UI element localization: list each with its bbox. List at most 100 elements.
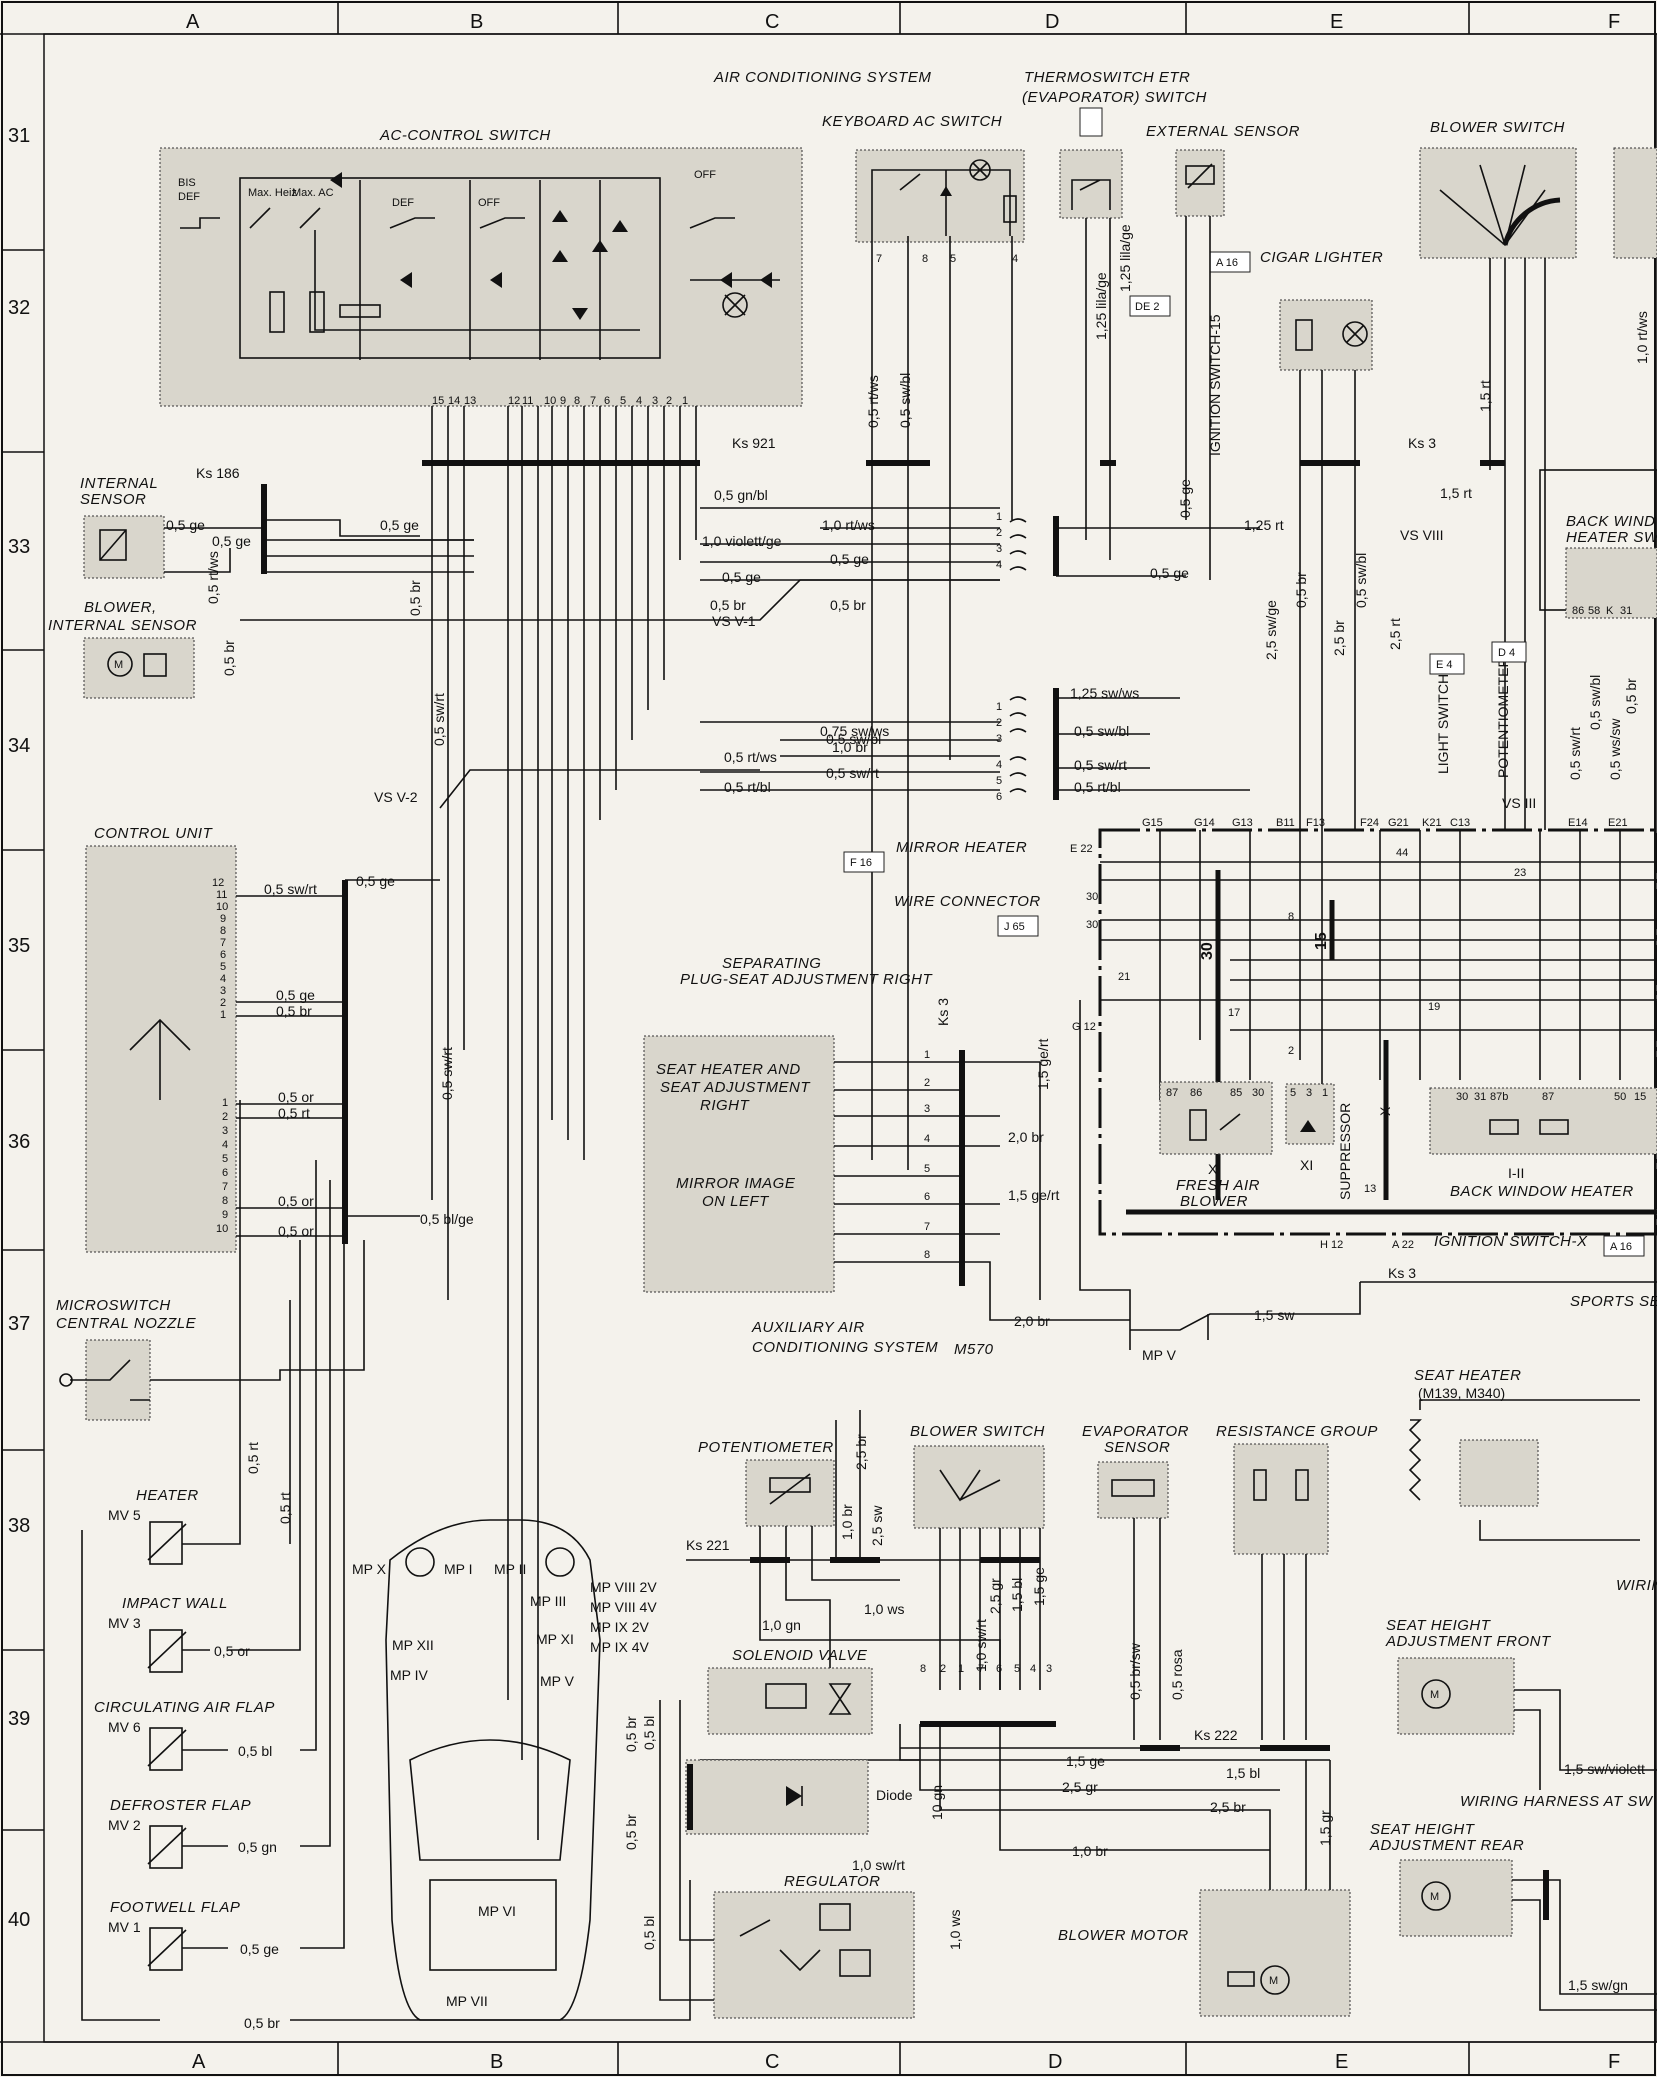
ks222-label: Ks 222	[1194, 1727, 1238, 1743]
col-e-bottom: E	[1335, 2051, 1348, 2073]
svg-text:J 65: J 65	[1004, 921, 1025, 933]
mirror-image-title-2: ON LEFT	[702, 1193, 770, 1210]
svg-text:4: 4	[1012, 253, 1018, 265]
potentiometer-title: POTENTIOMETER	[698, 1439, 834, 1456]
svg-text:2: 2	[220, 997, 226, 1009]
seat-heater-m-code: (M139, M340)	[1418, 1385, 1505, 1401]
blower-switch-top-title: BLOWER SWITCH	[1430, 119, 1565, 136]
back-window-heater-title: BACK WINDOW HEATER	[1450, 1183, 1634, 1200]
svg-text:1,5 ge/rt: 1,5 ge/rt	[1008, 1187, 1059, 1203]
svg-text:0,5 ge: 0,5 ge	[722, 569, 761, 585]
valve-mv2: MV 2	[108, 1817, 141, 1833]
svg-text:3: 3	[1306, 1087, 1312, 1099]
valve-wire-labels: 0,5 rt 0,5 rt 0,5 or 0,5 bl 0,5 gn 0,5 g…	[214, 1442, 293, 2031]
external-sensor-title: EXTERNAL SENSOR	[1146, 123, 1300, 140]
svg-text:7: 7	[590, 395, 596, 407]
svg-text:1: 1	[958, 1663, 964, 1675]
svg-text:31: 31	[1474, 1091, 1486, 1103]
evaporator-switch-title: (EVAPORATOR) SWITCH	[1022, 89, 1207, 106]
svg-text:MP III: MP III	[530, 1593, 566, 1609]
defroster-flap-title: DEFROSTER FLAP	[110, 1797, 251, 1814]
potentiometer-aux	[745, 1459, 835, 1527]
blower-switch-top	[1419, 147, 1577, 259]
svg-text:87: 87	[1166, 1087, 1178, 1099]
svg-text:1,5 ge/rt: 1,5 ge/rt	[1035, 1039, 1051, 1090]
solenoid-valve-title: SOLENOID VALVE	[732, 1647, 868, 1664]
seat-heater-title-2: SEAT ADJUSTMENT	[660, 1079, 811, 1096]
row-40: 40	[8, 1909, 30, 1931]
back-window-heater-switch: 86 58 K 31	[1539, 469, 1657, 619]
vs-iii-label: VS III	[1502, 795, 1536, 811]
svg-text:5: 5	[950, 253, 956, 265]
svg-text:3: 3	[1046, 1663, 1052, 1675]
svg-text:0,5 br: 0,5 br	[623, 1814, 639, 1850]
mpv-wires	[1129, 1282, 1361, 1350]
circulating-air-flap-title: CIRCULATING AIR FLAP	[94, 1699, 275, 1716]
svg-text:10 gn: 10 gn	[929, 1785, 945, 1820]
seat-heater-title-3: RIGHT	[700, 1097, 751, 1114]
mirror-heater-title: MIRROR HEATER	[896, 839, 1027, 856]
svg-text:2,0 br: 2,0 br	[1008, 1129, 1044, 1145]
svg-text:2: 2	[940, 1663, 946, 1675]
svg-text:1: 1	[220, 1009, 226, 1021]
svg-text:7: 7	[222, 1181, 228, 1193]
seat-height-front-motor: M	[1397, 1657, 1657, 1790]
fresh-air-relay: 87 86 85 30	[1159, 1081, 1273, 1155]
mpv-label: MP V	[1142, 1347, 1177, 1363]
svg-text:MP I: MP I	[444, 1561, 473, 1577]
valve-mv3: MV 3	[108, 1615, 141, 1631]
svg-text:6: 6	[996, 1663, 1002, 1675]
svg-text:3: 3	[996, 543, 1002, 555]
vs-v2-label: VS V-2	[374, 789, 418, 805]
seat-heater-m-title: SEAT HEATER	[1414, 1367, 1521, 1384]
svg-text:8: 8	[920, 1663, 926, 1675]
regulator	[713, 1891, 915, 2019]
svg-text:9: 9	[222, 1209, 228, 1221]
svg-text:7: 7	[876, 253, 882, 265]
col-c: C	[765, 11, 779, 33]
middle-wire-labels: 0,5 gn/bl 1,0 rt/ws 1,0 violett/ge 0,5 g…	[702, 485, 1472, 795]
row-39: 39	[8, 1708, 30, 1730]
svg-text:5: 5	[222, 1153, 228, 1165]
ground-points: MP X MP I MP II MP III MP XII MP XI MP I…	[352, 1561, 657, 2009]
svg-text:4: 4	[996, 559, 1002, 571]
svg-text:2: 2	[1288, 1045, 1294, 1057]
col-d: D	[1045, 11, 1059, 33]
evaporator-sensor-title-2: SENSOR	[1104, 1439, 1170, 1456]
svg-text:1,5 bl: 1,5 bl	[1226, 1765, 1260, 1781]
control-unit-pins-top: 12 11 10 9 8 7 6 5 4 3 2 1	[212, 877, 228, 1021]
seat-heater-m	[1408, 1399, 1640, 1541]
ac-switch-pins: 15 14 13 12 11 10 9 8 7 6 5 4 3 2 1	[432, 395, 688, 407]
svg-text:E14: E14	[1568, 817, 1588, 829]
svg-text:G13: G13	[1232, 817, 1253, 829]
aux-wires	[759, 1410, 1307, 1740]
svg-text:2,5 gr: 2,5 gr	[987, 1578, 1003, 1614]
blower-motor-title: BLOWER MOTOR	[1058, 1927, 1189, 1944]
blower-motor: M	[1199, 1889, 1351, 2017]
svg-text:4: 4	[924, 1133, 930, 1145]
svg-text:H 12: H 12	[1320, 1239, 1343, 1251]
svg-text:0,5 rt/ws: 0,5 rt/ws	[865, 375, 881, 428]
svg-text:30: 30	[1086, 919, 1098, 931]
svg-text:1,0 sw/rt: 1,0 sw/rt	[973, 1619, 989, 1672]
valve-mv6: MV 6	[108, 1719, 141, 1735]
svg-text:M: M	[114, 659, 123, 671]
svg-text:0,5 rt: 0,5 rt	[245, 1442, 261, 1474]
svg-text:1,0 ws: 1,0 ws	[864, 1601, 904, 1617]
svg-text:13: 13	[1364, 1183, 1376, 1195]
lower-wire-labels: 1,5 ge 1,5 bl 2,5 gr 2,5 br 1,0 br 1,5 g…	[623, 1716, 1333, 1950]
svg-text:E21: E21	[1608, 817, 1628, 829]
top-vertical-wire-labels: 0,5 rt/ws 0,5 sw/bl 1,25 lila/ge 1,25 li…	[865, 224, 1650, 456]
svg-text:K: K	[1606, 605, 1614, 617]
col-c-bottom: C	[765, 2051, 779, 2073]
separating-plug-pins	[834, 1000, 1131, 1330]
solenoid-valve	[707, 1667, 873, 1735]
svg-text:MP XI: MP XI	[536, 1631, 574, 1647]
svg-text:5: 5	[996, 775, 1002, 787]
row-37: 37	[8, 1313, 30, 1335]
tag-de2-text: DE 2	[1135, 301, 1159, 313]
svg-text:87: 87	[1542, 1091, 1554, 1103]
wire-connector-title: WIRE CONNECTOR	[894, 893, 1041, 910]
wirin-title: WIRIN	[1616, 1577, 1657, 1594]
svg-text:6: 6	[220, 949, 226, 961]
